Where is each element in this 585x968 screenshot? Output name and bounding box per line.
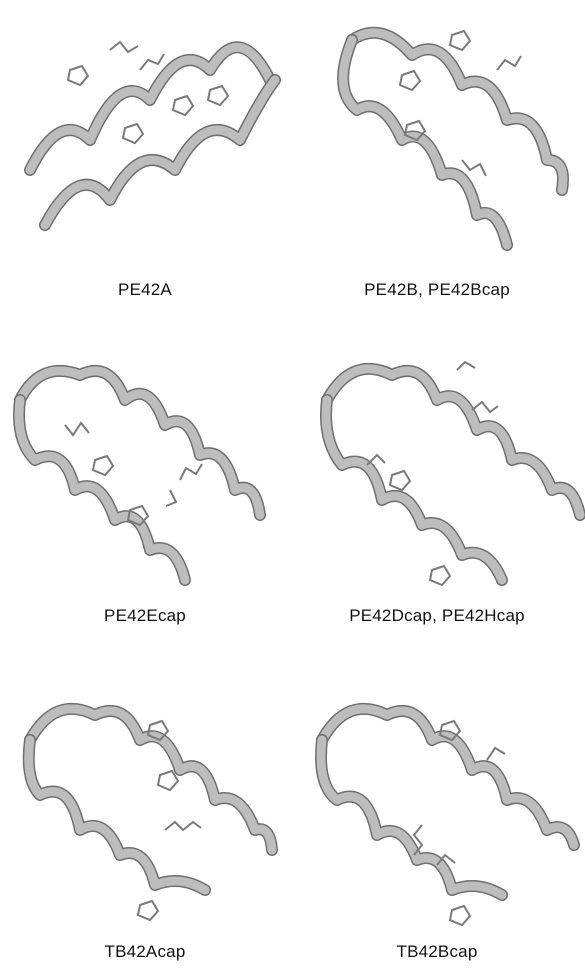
ribbon xyxy=(322,709,574,845)
ribbon xyxy=(30,47,270,170)
ribbon-edge xyxy=(45,80,275,225)
stick-sidechain-icon xyxy=(457,362,475,370)
stick-sidechain-icon xyxy=(180,464,202,480)
stick-sidechain-icon xyxy=(166,490,176,506)
stick-sidechain-icon xyxy=(140,54,164,70)
panel-label: TB42Bcap xyxy=(292,942,582,962)
ring-sidechain-icon xyxy=(450,31,470,50)
ring-sidechain-icon xyxy=(123,124,143,143)
panel-label: PE42B, PE42Bcap xyxy=(292,280,582,300)
ribbon-edge xyxy=(30,47,270,170)
helix-bundle-illustration xyxy=(292,0,585,260)
ribbon-edge xyxy=(327,369,580,515)
panel-tb42bcap: TB42Bcap xyxy=(292,680,585,968)
stick-sidechain-icon xyxy=(472,402,498,412)
ring-sidechain-icon xyxy=(450,906,470,925)
ribbon xyxy=(45,80,275,225)
panel-pe42a: PE42A xyxy=(0,0,292,320)
stick-sidechain-icon xyxy=(487,748,505,760)
helix-bundle-illustration xyxy=(292,680,585,930)
helix-bundle-illustration xyxy=(0,680,292,930)
ring-sidechain-icon xyxy=(68,66,88,85)
ribbon-edge xyxy=(322,709,574,845)
panel-pe42ecap: PE42Ecap xyxy=(0,340,292,660)
ring-sidechain-icon xyxy=(208,86,228,105)
stick-sidechain-icon xyxy=(65,423,89,435)
ring-sidechain-icon xyxy=(390,471,410,490)
stick-sidechain-icon xyxy=(462,160,486,176)
panel-label: PE42A xyxy=(0,280,290,300)
ring-sidechain-icon xyxy=(400,71,420,90)
ring-sidechain-icon xyxy=(430,566,450,585)
ring-sidechain-icon xyxy=(93,456,113,475)
ribbon xyxy=(20,371,260,515)
panel-label: TB42Acap xyxy=(0,942,290,962)
stick-sidechain-icon xyxy=(110,42,138,52)
helix-bundle-illustration xyxy=(0,0,292,260)
helix-bundle-illustration xyxy=(0,340,292,600)
ring-sidechain-icon xyxy=(173,96,193,115)
stick-sidechain-icon xyxy=(367,455,385,465)
stick-sidechain-icon xyxy=(497,56,521,70)
stick-sidechain-icon xyxy=(165,822,201,830)
panel-label: PE42Dcap, PE42Hcap xyxy=(292,606,582,626)
panel-tb42acap: TB42Acap xyxy=(0,680,292,968)
panel-pe42b: PE42B, PE42Bcap xyxy=(292,0,585,320)
ring-sidechain-icon xyxy=(138,901,158,920)
panel-label: PE42Ecap xyxy=(0,606,290,626)
panel-pe42dcap: PE42Dcap, PE42Hcap xyxy=(292,340,585,660)
ring-sidechain-icon xyxy=(158,771,178,790)
helix-bundle-illustration xyxy=(292,340,585,600)
ribbon xyxy=(30,709,272,850)
ribbon xyxy=(343,40,507,245)
ribbon-edge xyxy=(30,709,272,850)
